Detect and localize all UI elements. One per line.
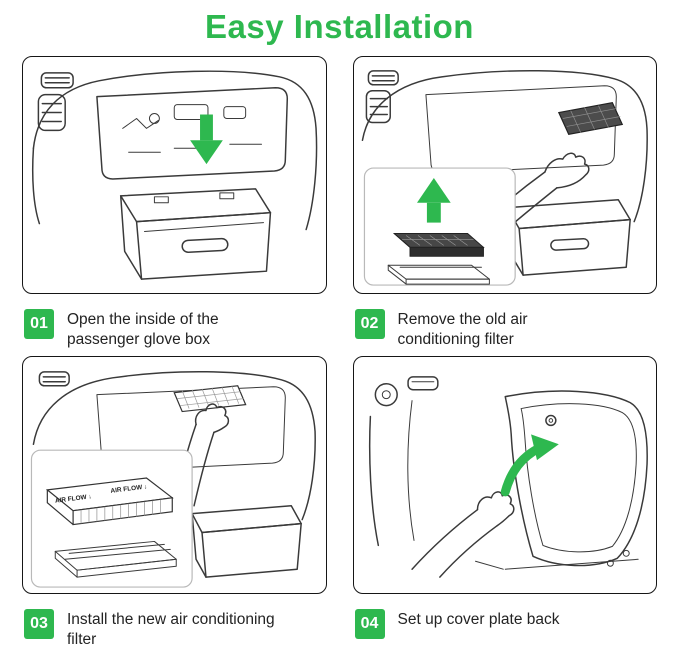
glove-box-door-open	[191, 504, 302, 578]
step-number-badge: 01	[24, 309, 54, 339]
install-new-filter-drawing: AIR FLOW ↓ AIR FLOW ↓	[30, 370, 316, 588]
step-caption-text: Set up cover plate back	[397, 611, 560, 628]
hand	[410, 491, 515, 578]
page-title: Easy Installation	[205, 8, 474, 45]
steps-grid: 01 Open the inside of the passenger glov…	[0, 46, 679, 656]
dashboard	[31, 70, 318, 231]
step-3-illustration: AIR FLOW ↓ AIR FLOW ↓	[22, 356, 327, 594]
step-2: 02 Remove the old air conditioning filte…	[352, 56, 658, 356]
filter-inset: AIR FLOW ↓ AIR FLOW ↓	[30, 449, 193, 588]
step-1-caption: 01 Open the inside of the passenger glov…	[22, 294, 327, 356]
step-4-caption: 04 Set up cover plate back	[353, 594, 658, 656]
step-2-illustration	[352, 56, 657, 294]
step-1: 01 Open the inside of the passenger glov…	[22, 56, 327, 356]
new-filter-on-tray: AIR FLOW ↓ AIR FLOW ↓	[45, 477, 177, 578]
dashboard	[361, 69, 648, 223]
step-1-illustration	[22, 56, 327, 294]
green-up-arrow-icon	[416, 177, 451, 223]
old-filter	[557, 101, 623, 136]
green-curved-arrow-icon	[500, 434, 559, 497]
remove-old-filter-drawing	[361, 69, 648, 286]
step-caption-text: Install the new air conditioning filter	[67, 611, 275, 649]
step-caption-text: Remove the old air conditioning filter	[397, 311, 528, 349]
green-down-arrow-icon	[190, 114, 223, 165]
set-cover-plate-drawing	[368, 376, 648, 578]
tray	[54, 540, 177, 578]
cover-plate	[504, 390, 648, 567]
step-number-badge: 02	[354, 309, 385, 339]
filter-inset	[363, 167, 516, 286]
old-filter-on-tray	[387, 233, 490, 285]
tray	[387, 264, 490, 285]
open-glove-box-drawing	[31, 70, 318, 280]
step-number-badge: 04	[354, 609, 385, 639]
step-4: 04 Set up cover plate back	[352, 356, 658, 656]
step-2-caption: 02 Remove the old air conditioning filte…	[353, 294, 658, 356]
air-flow-label: AIR FLOW ↓	[55, 493, 92, 504]
air-flow-label: AIR FLOW ↓	[110, 483, 147, 494]
glove-box-door-open	[505, 199, 631, 276]
step-caption-text: Open the inside of the passenger glove b…	[67, 311, 219, 349]
step-4-illustration	[352, 356, 657, 594]
floor-details	[474, 549, 639, 570]
step-3-caption: 03 Install the new air conditioning filt…	[22, 594, 327, 656]
glove-box-door-open	[119, 188, 272, 280]
dashboard-left	[368, 376, 439, 547]
new-filter	[173, 385, 247, 413]
step-number-badge: 03	[24, 609, 54, 639]
step-3: AIR FLOW ↓ AIR FLOW ↓ 03	[22, 356, 327, 656]
